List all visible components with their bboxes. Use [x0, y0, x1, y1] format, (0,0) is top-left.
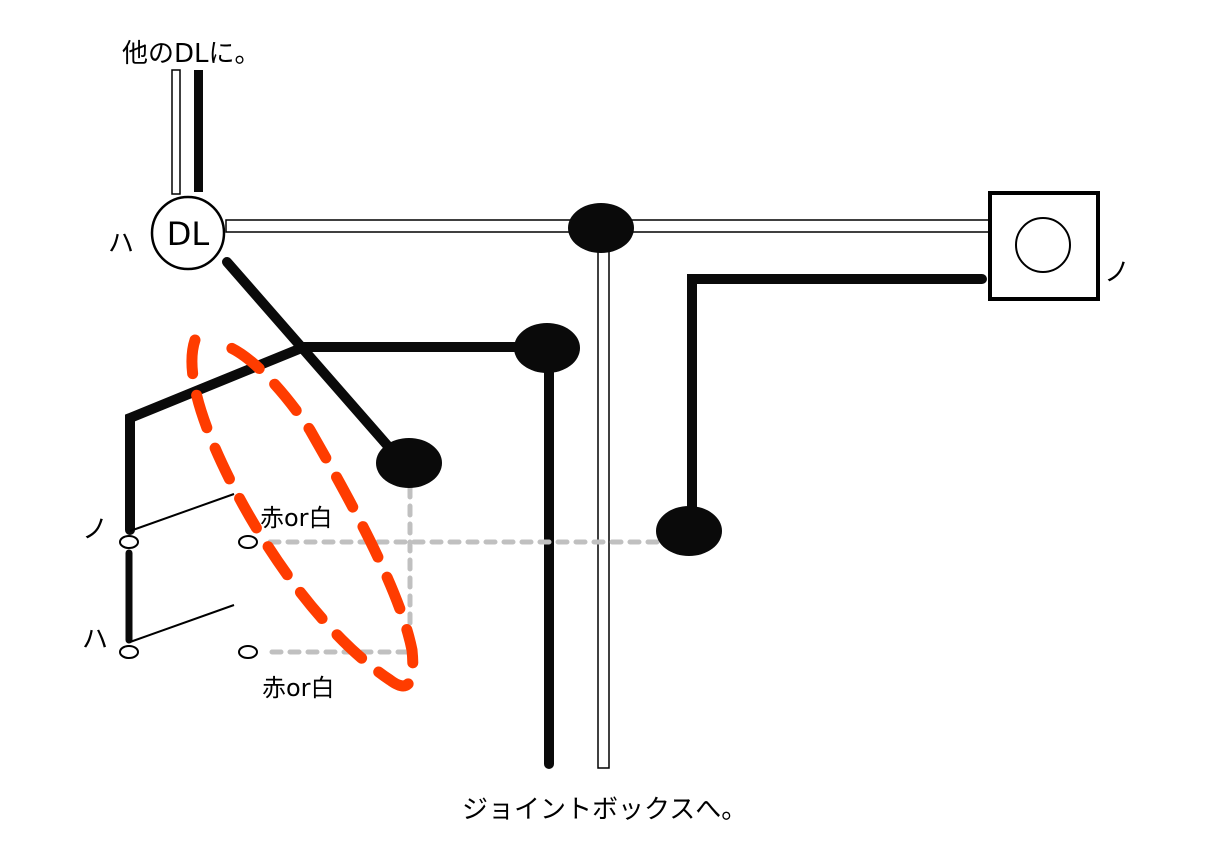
junction-mid — [514, 323, 580, 373]
switch-upper-terminal-label: ノ — [82, 515, 108, 545]
top-note-label: 他のDLに。 — [122, 39, 261, 69]
bottom-note-label: ジョイントボックスへ。 — [462, 795, 747, 825]
switch-lower-color-label: 赤or白 — [262, 674, 335, 702]
dotted-wires — [267, 485, 665, 655]
switch-lower-terminal-label: ハ — [82, 625, 108, 655]
switch-lower-contact-right — [238, 645, 258, 659]
black-wire-outlet — [687, 274, 987, 533]
black-wire-to-other-dl — [194, 70, 203, 192]
downlight-circle — [150, 195, 226, 271]
black-wire-switch-feed — [125, 342, 545, 535]
switch-upper-lever — [129, 493, 235, 532]
switch-upper-contact-left — [119, 535, 139, 549]
downlight-label: DL — [167, 215, 210, 253]
outlet-terminal-label: ノ — [1104, 258, 1130, 288]
junction-top — [568, 203, 634, 253]
downlight: DL — [150, 195, 226, 271]
switch-lower — [119, 604, 258, 659]
switch-lower-lever — [129, 604, 235, 643]
switch-upper — [119, 493, 258, 549]
downlight-terminal-label: ハ — [108, 229, 134, 259]
switch-upper-contact-right — [238, 535, 258, 549]
outlet-box — [988, 191, 1100, 301]
white-wire-vertical — [597, 231, 610, 769]
highlight-dashed-loop — [186, 334, 419, 692]
black-wire-dl-diagonal — [222, 257, 399, 458]
outlet-receptacle-icon — [1015, 217, 1071, 273]
switch-upper-color-label: 赤or白 — [260, 504, 333, 532]
switch-lower-contact-left — [119, 645, 139, 659]
white-wire-to-other-dl — [171, 69, 181, 195]
junction-right — [656, 506, 722, 556]
junction-left — [376, 438, 442, 488]
